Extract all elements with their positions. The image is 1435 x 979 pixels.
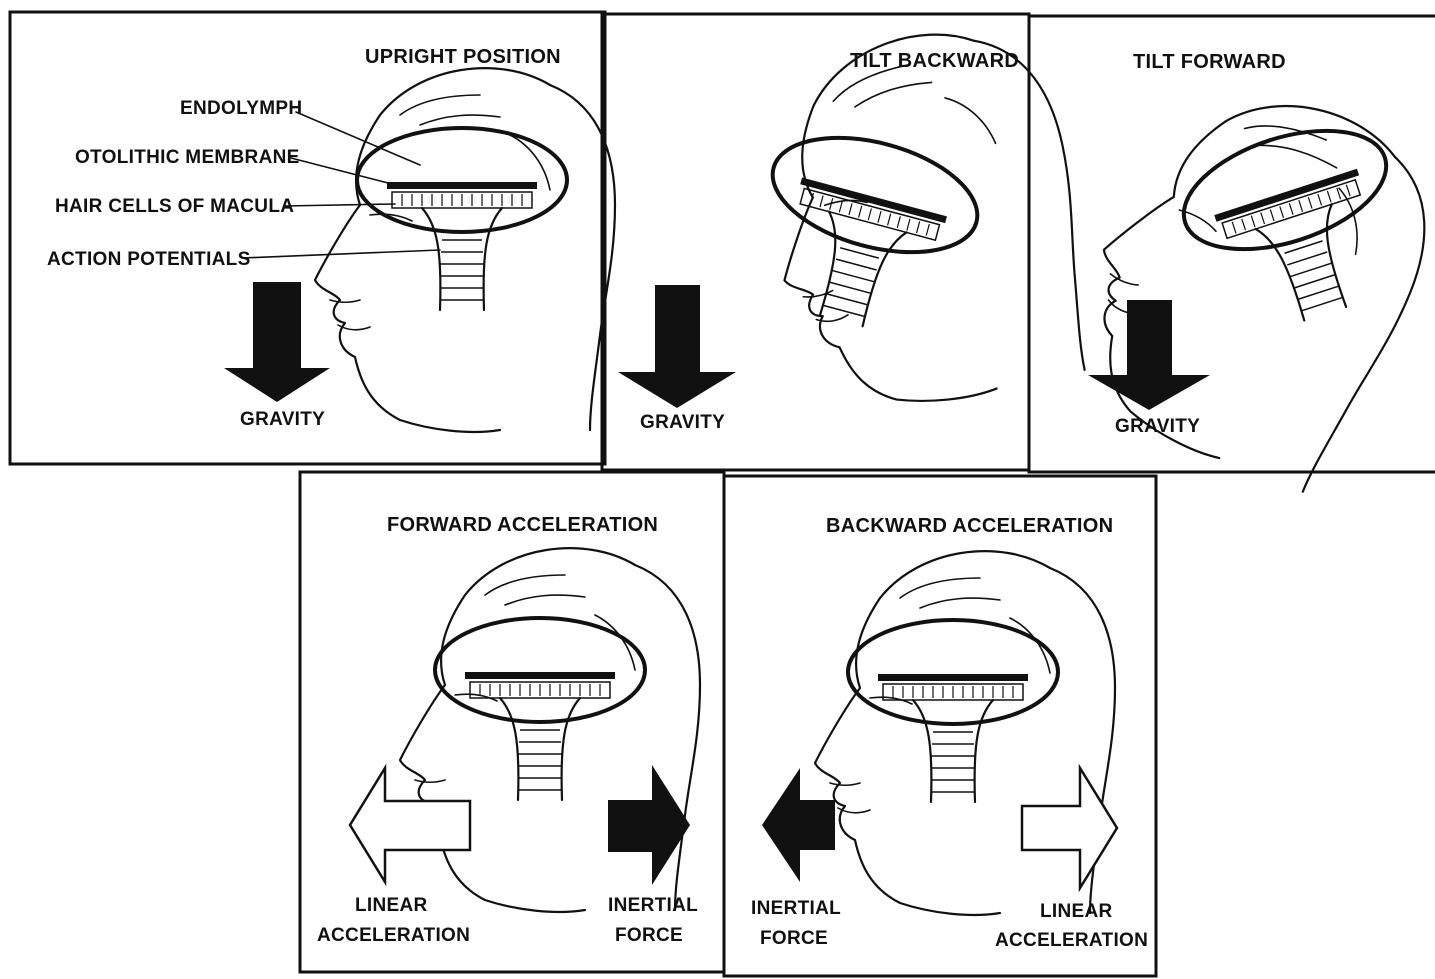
head-profile xyxy=(1047,53,1435,503)
gravity-arrow xyxy=(224,282,330,402)
leader-line xyxy=(242,250,440,258)
label-action-potentials: ACTION POTENTIALS xyxy=(47,249,251,270)
panel-frame xyxy=(10,12,605,464)
right-label-line2: FORCE xyxy=(615,925,683,946)
utricle-macula xyxy=(740,118,990,348)
panel-title: FORWARD ACCELERATION xyxy=(387,514,658,536)
panel-title: TILT FORWARD xyxy=(1133,51,1286,73)
panel-title: TILT BACKWARD xyxy=(850,50,1019,72)
left-label-line2: FORCE xyxy=(760,928,828,949)
leader-line xyxy=(291,158,392,184)
panel-title: BACKWARD ACCELERATION xyxy=(826,515,1113,537)
panel-frame xyxy=(1029,16,1435,472)
gravity-label: GRAVITY xyxy=(1115,416,1200,437)
head-profile xyxy=(815,551,1115,915)
panel-tilt-forward: TILT FORWARD GRAVITY xyxy=(1029,16,1435,503)
utricle-macula xyxy=(357,128,567,310)
label-hair-cells: HAIR CELLS OF MACULA xyxy=(55,196,294,217)
panel-backward-acceleration: BACKWARD ACCELERATION INERTIAL FORCE LIN… xyxy=(724,476,1156,976)
left-label-line1: LINEAR xyxy=(355,895,428,916)
right-label-line1: LINEAR xyxy=(1040,901,1113,922)
panel-tilt-backward: TILT BACKWARD GRAVITY xyxy=(602,11,1109,470)
label-otolithic-membrane: OTOLITHIC MEMBRANE xyxy=(75,147,300,168)
head-profile xyxy=(315,68,615,432)
left-label-line2: ACCELERATION xyxy=(317,925,470,946)
left-label-line1: INERTIAL xyxy=(751,898,841,919)
gravity-arrow xyxy=(618,285,736,408)
linear-acceleration-arrow xyxy=(350,768,470,882)
panel-forward-acceleration: FORWARD ACCELERATION LINEAR ACCELERATION… xyxy=(300,472,724,972)
label-endolymph: ENDOLYMPH xyxy=(180,98,302,119)
utricle-macula xyxy=(848,620,1058,802)
utricle-macula xyxy=(1169,108,1425,346)
panel-frame xyxy=(602,14,1029,470)
gravity-arrow xyxy=(1088,300,1210,410)
linear-acceleration-arrow xyxy=(1022,768,1117,888)
gravity-label: GRAVITY xyxy=(240,409,325,430)
panel-title: UPRIGHT POSITION xyxy=(365,46,561,68)
inertial-force-arrow xyxy=(762,768,835,882)
utricle-macula xyxy=(435,618,645,800)
panel-upright: UPRIGHT POSITION ENDOLYMPH OTOLITHIC MEM… xyxy=(10,12,615,464)
leader-line xyxy=(284,204,395,206)
right-label-line2: ACCELERATION xyxy=(995,930,1148,951)
gravity-label: GRAVITY xyxy=(640,412,725,433)
right-label-line1: INERTIAL xyxy=(608,895,698,916)
head-profile xyxy=(740,11,1109,429)
